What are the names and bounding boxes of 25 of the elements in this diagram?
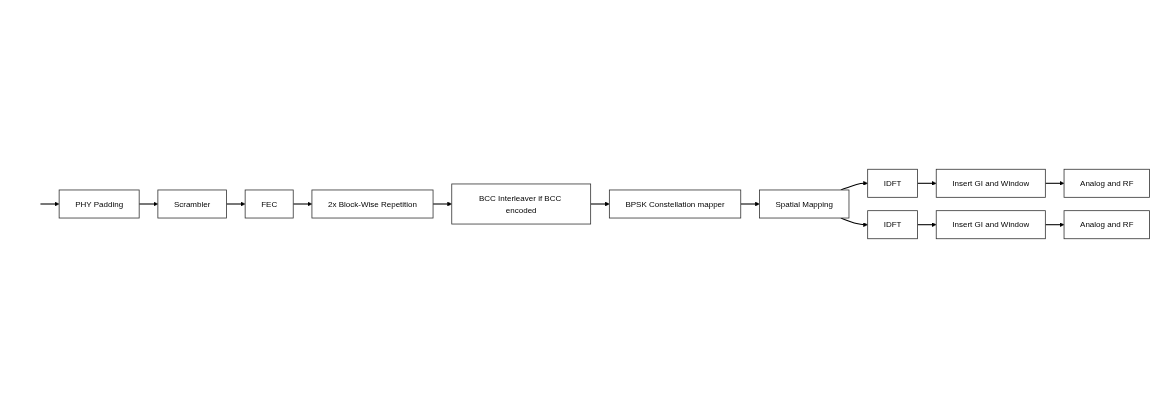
arrow bbox=[432, 201, 452, 206]
arrow bbox=[917, 221, 937, 227]
node-box: BCC Interleaver if BCC encoded bbox=[451, 183, 592, 224]
node-box: Insert GI and Window bbox=[935, 209, 1046, 239]
node-box: Analog and RF bbox=[1063, 209, 1150, 239]
node-box: IDFT bbox=[867, 168, 918, 198]
arrow bbox=[740, 201, 760, 206]
arrow bbox=[292, 201, 313, 206]
node-box: IDFT bbox=[867, 209, 918, 239]
arrow bbox=[39, 201, 60, 206]
node-box: FEC bbox=[244, 189, 294, 218]
node-box: Insert GI and Window bbox=[935, 168, 1046, 198]
arrow bbox=[590, 201, 610, 206]
node-box: Spatial Mapping bbox=[759, 189, 850, 218]
node-box: 2x Block-Wise Repetition bbox=[311, 189, 434, 218]
arrow bbox=[225, 201, 246, 206]
arrow bbox=[1044, 180, 1065, 186]
node-box: Scrambler bbox=[157, 189, 227, 218]
arrow bbox=[917, 180, 937, 186]
arrow bbox=[138, 201, 159, 206]
arrow bbox=[840, 217, 868, 227]
node-box: PHY Padding bbox=[58, 189, 140, 218]
node-box: Analog and RF bbox=[1063, 168, 1150, 198]
arrow bbox=[1044, 221, 1065, 227]
node-box: BPSK Constellation mapper bbox=[608, 189, 742, 218]
